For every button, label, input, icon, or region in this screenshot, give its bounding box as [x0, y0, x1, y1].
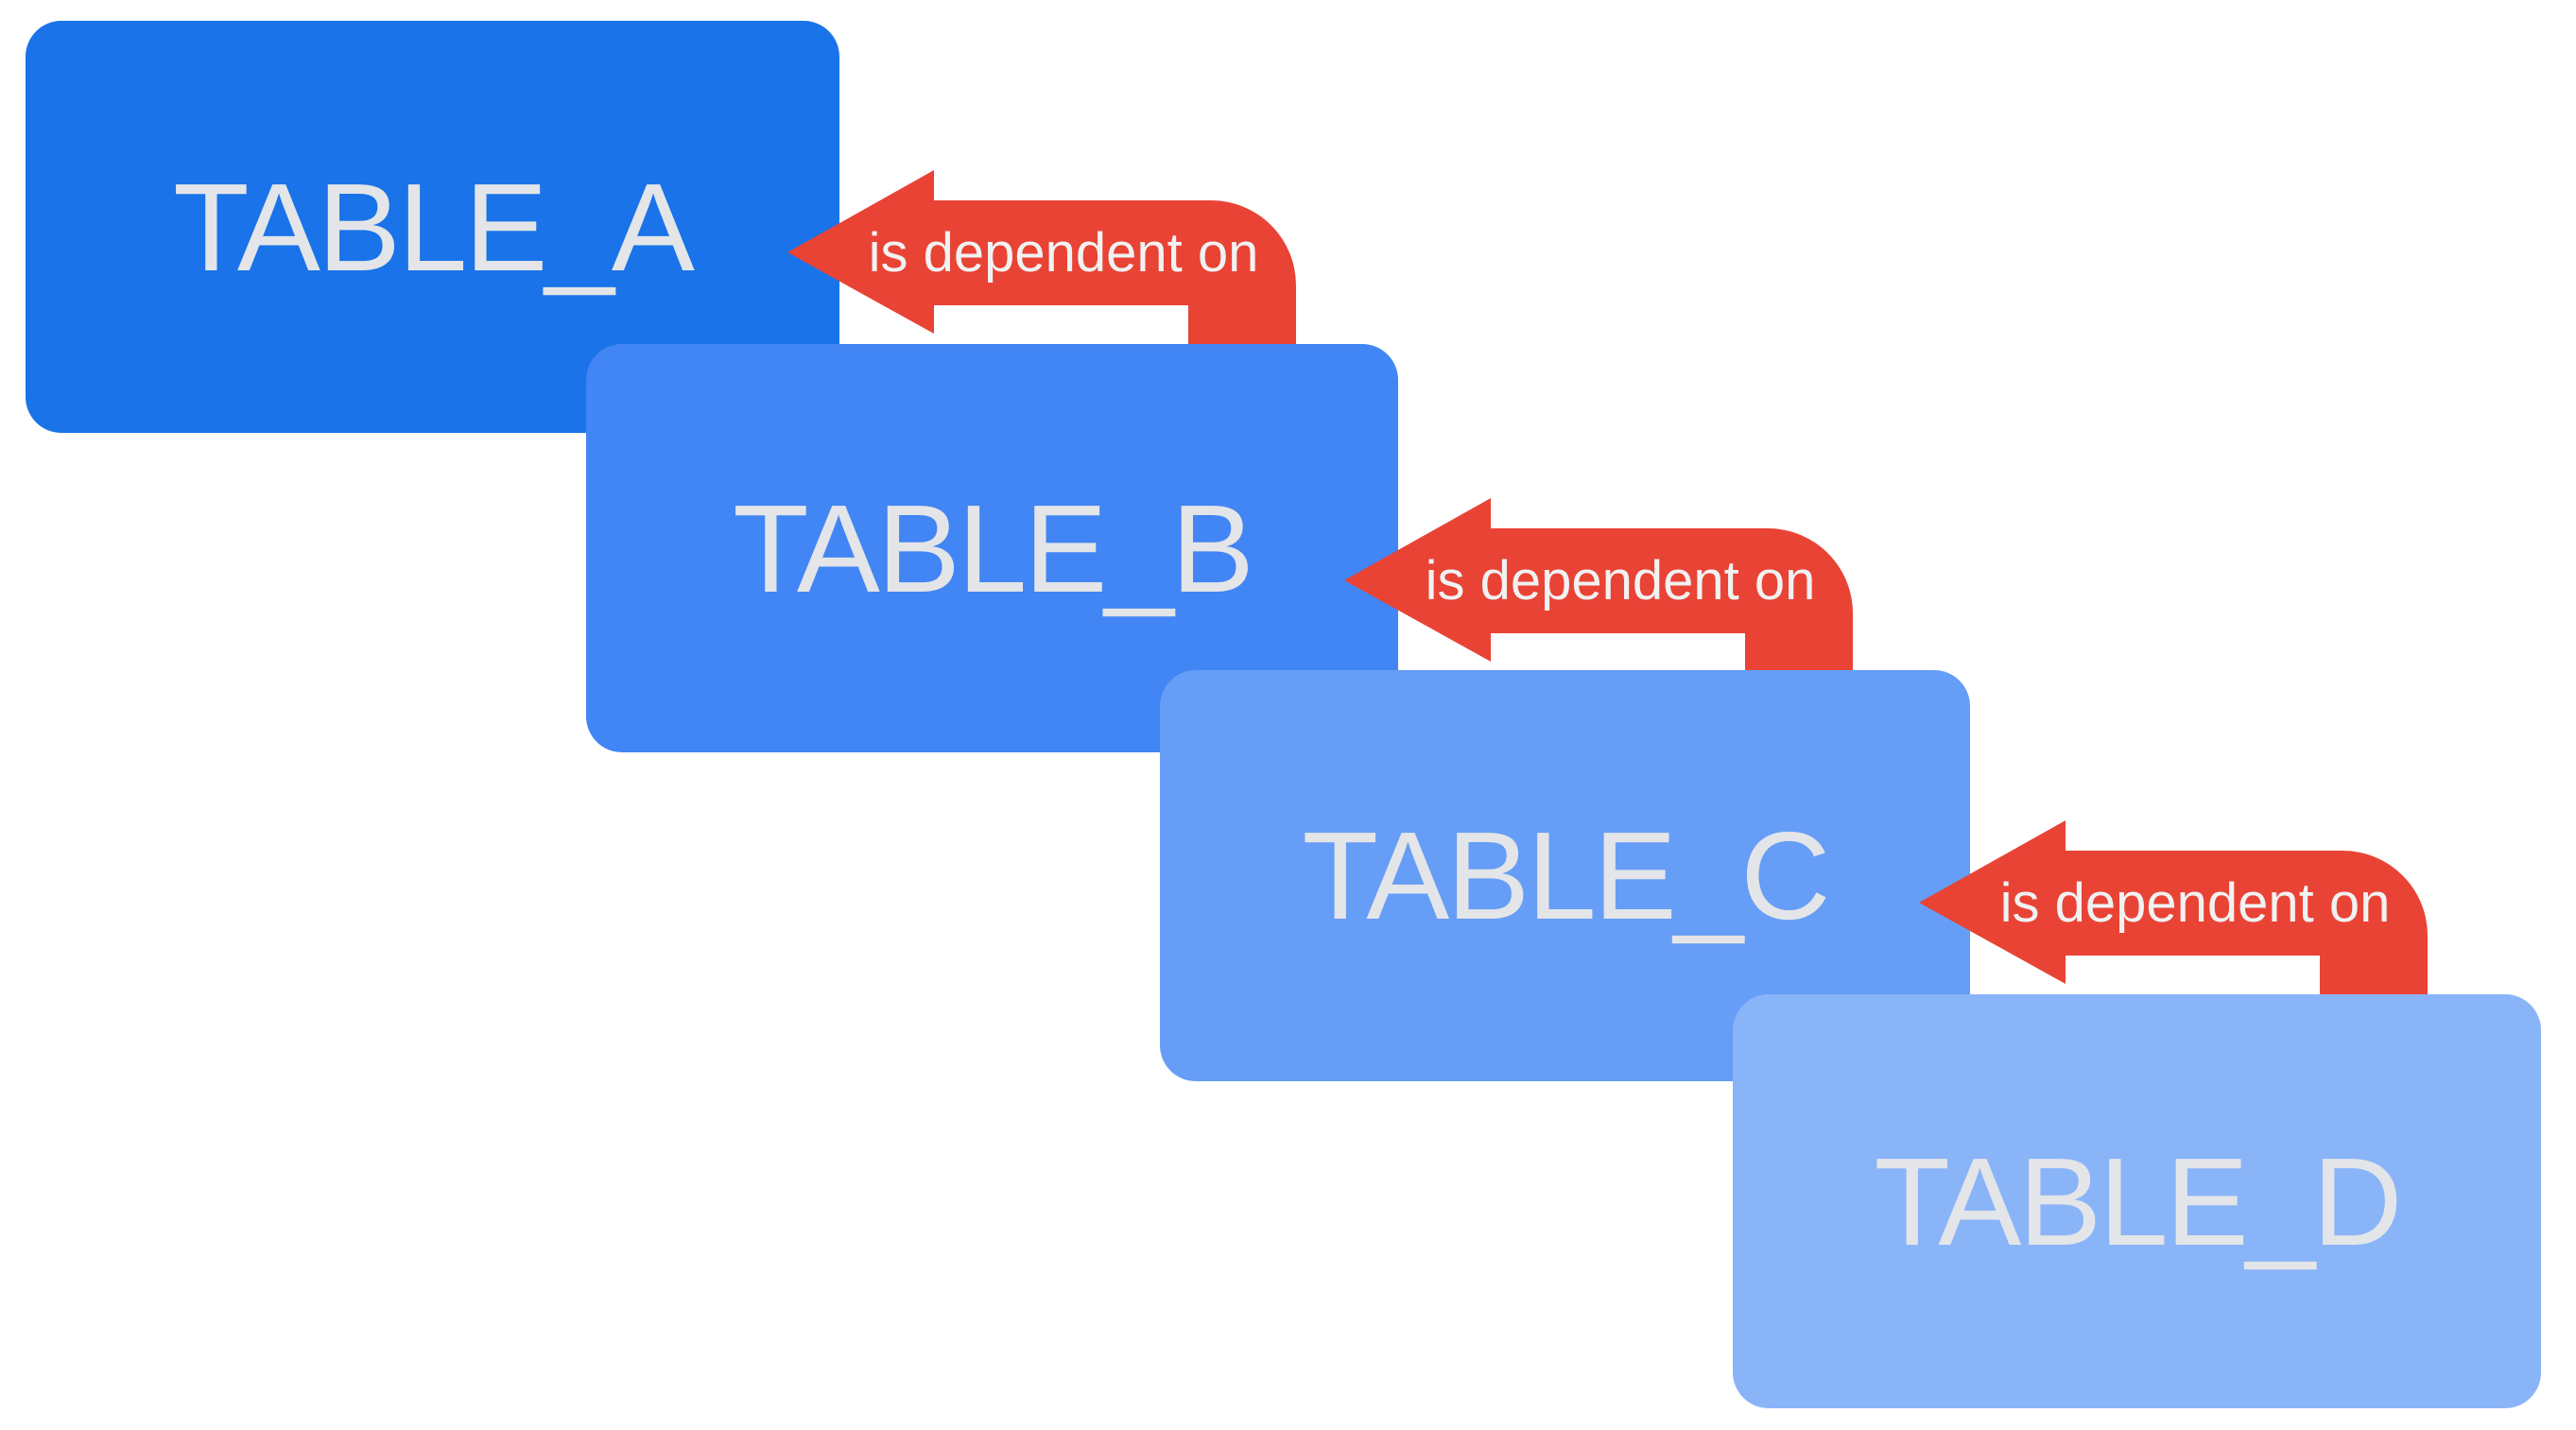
left-elbow-arrow-icon: [787, 170, 1296, 369]
table-a-label: TABLE_A: [173, 157, 695, 297]
table-c-label: TABLE_C: [1302, 806, 1830, 945]
left-elbow-arrow-icon: [1344, 498, 1853, 697]
left-elbow-arrow-icon: [1919, 820, 2428, 1019]
dependency-arrow-c-to-b: is dependent on: [1344, 498, 1853, 697]
arrow-shape: [787, 170, 1296, 369]
table-node-table-a: TABLE_A: [26, 21, 839, 433]
arrow-shape: [1919, 820, 2428, 1019]
table-d-label: TABLE_D: [1874, 1131, 2402, 1271]
dependency-arrow-label: is dependent on: [1999, 872, 2391, 934]
arrow-shape: [1344, 498, 1853, 697]
dependency-arrow-b-to-a: is dependent on: [787, 170, 1296, 369]
dependency-arrow-d-to-c: is dependent on: [1919, 820, 2428, 1019]
dependency-arrow-label: is dependent on: [868, 222, 1259, 284]
table-node-table-d: TABLE_D: [1733, 994, 2541, 1408]
table-b-label: TABLE_B: [733, 478, 1254, 618]
dependency-arrow-label: is dependent on: [1425, 550, 1816, 612]
